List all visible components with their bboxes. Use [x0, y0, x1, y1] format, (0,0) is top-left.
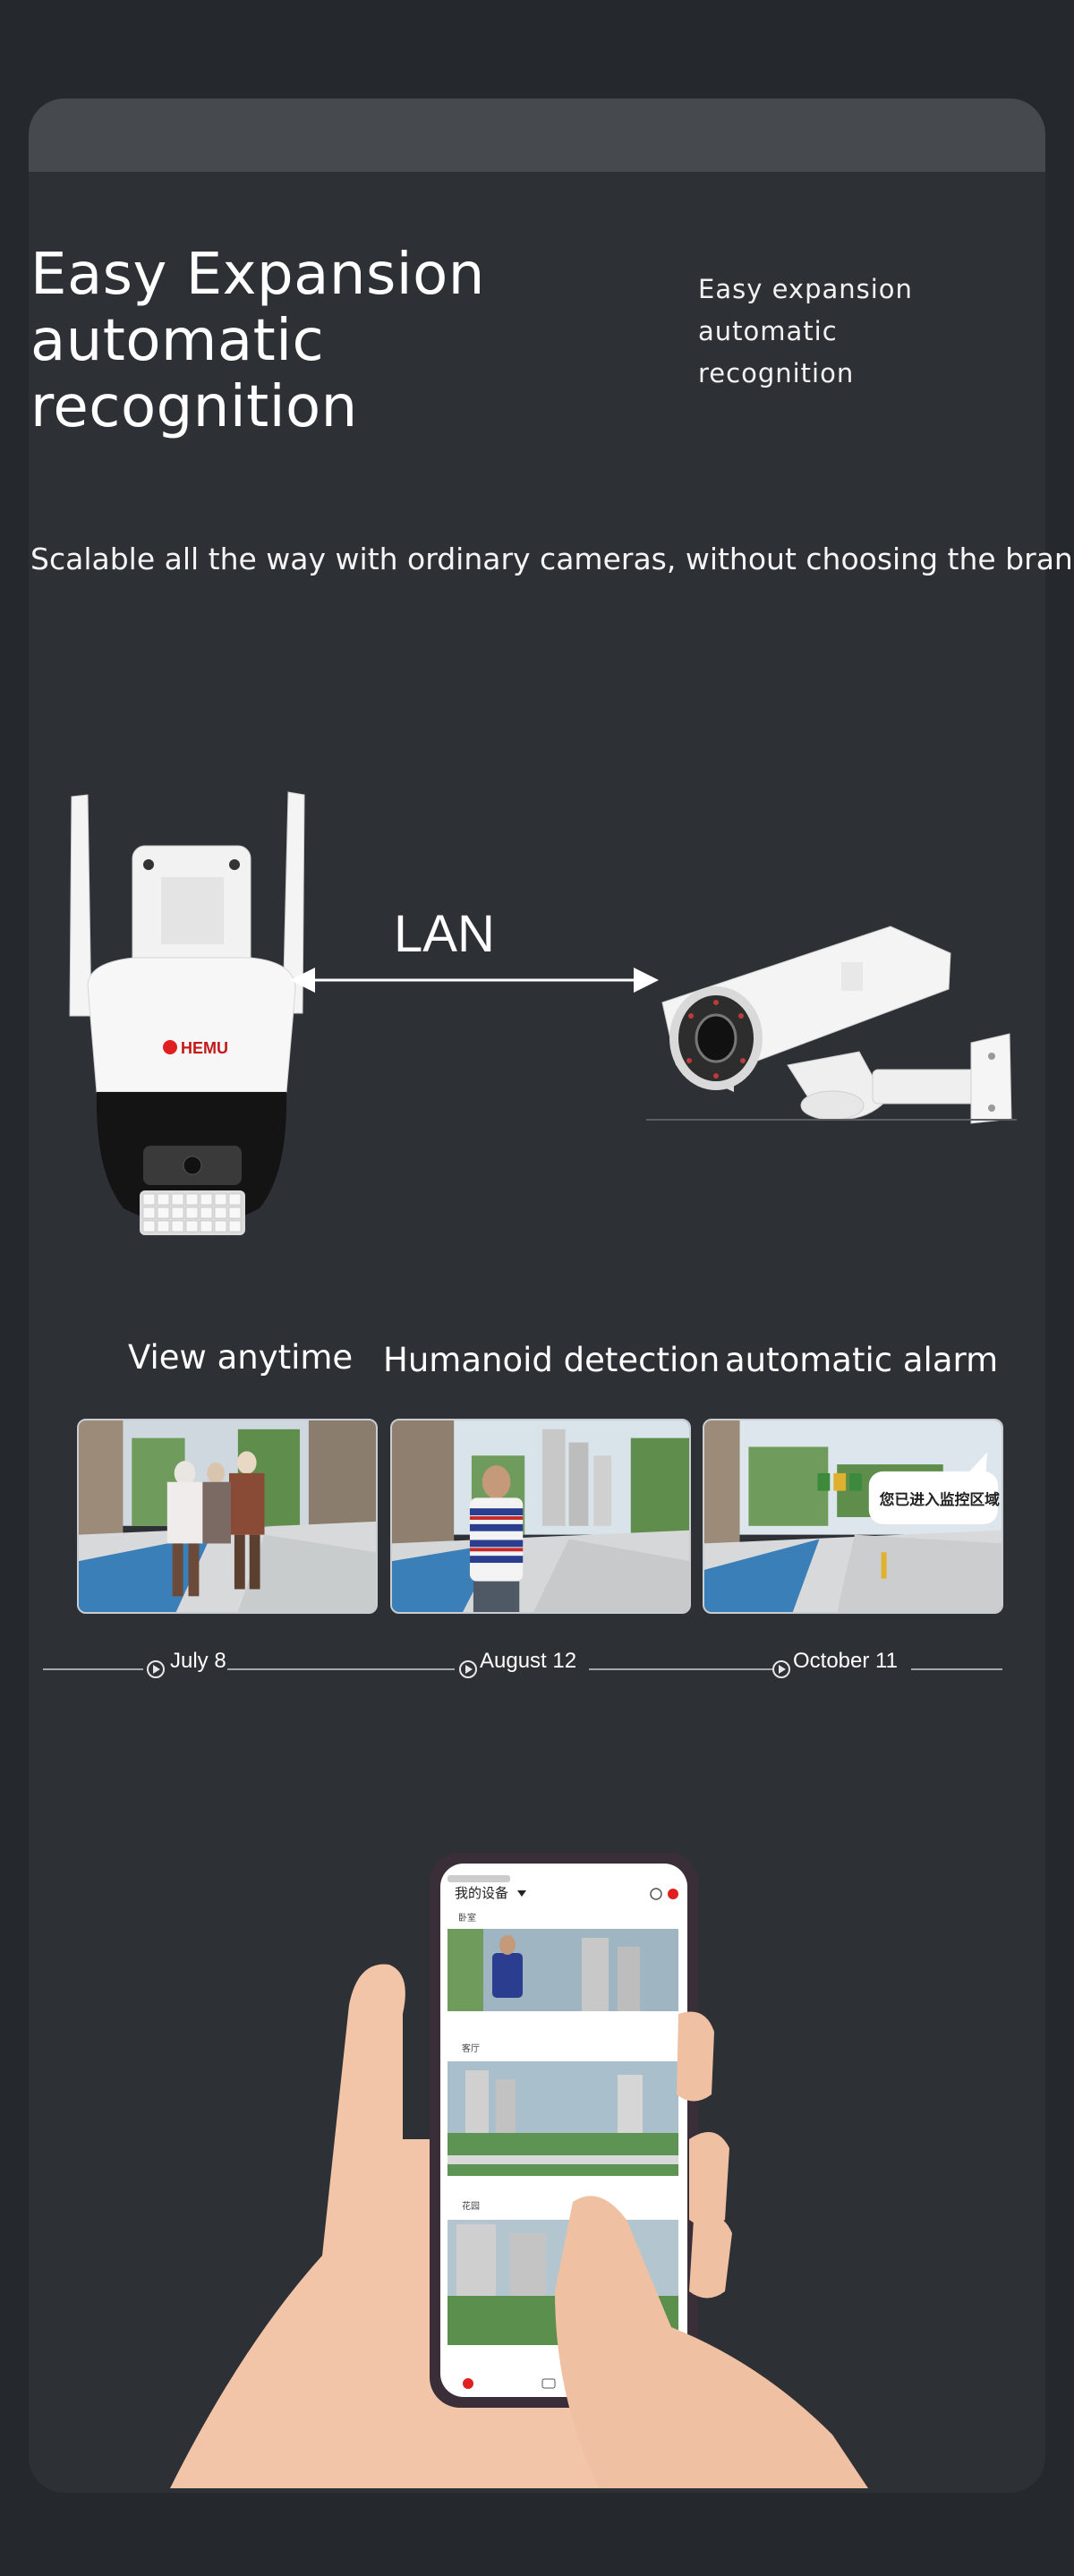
card-top-band	[29, 98, 1045, 172]
headline: Easy Expansion automatic recognition	[30, 242, 639, 440]
thumbnail-humanoid-detection	[390, 1419, 691, 1614]
alarm-bubble-text: 您已进入监控区域	[880, 1490, 1001, 1508]
timeline-date-2: August 12	[480, 1649, 577, 1673]
timeline	[43, 1660, 1002, 1678]
feature-label-humanoid: Humanoid detection	[383, 1341, 720, 1379]
phone-app-title: 我的设备	[455, 1885, 508, 1901]
divider-line	[646, 1119, 1017, 1121]
play-icon	[772, 1660, 790, 1678]
phone-section-3: 花园	[462, 2200, 480, 2212]
play-icon	[147, 1660, 165, 1678]
headline-line-1: Easy Expansion	[30, 242, 485, 308]
bullet-camera-image	[661, 925, 1012, 1124]
subheadline: Easy expansion automatic recognition	[698, 269, 1002, 395]
timeline-date-3: October 11	[793, 1649, 898, 1673]
feature-label-view: View anytime	[128, 1338, 354, 1377]
play-icon	[459, 1660, 477, 1678]
lan-label: LAN	[394, 905, 495, 963]
phone-section-2: 客厅	[462, 2043, 480, 2054]
thumbnail-view-anytime	[77, 1419, 378, 1614]
headline-line-2: automatic recognition	[30, 308, 358, 440]
double-arrow-icon	[290, 968, 659, 993]
tagline: Scalable all the way with ordinary camer…	[30, 542, 1074, 576]
smartphone-app-image: 我的设备 卧室 客厅 花园	[170, 1853, 868, 2488]
phone-section-1: 卧室	[458, 1912, 476, 1923]
thumbnail-automatic-alarm: 您已进入监控区域	[703, 1419, 1003, 1614]
camera-brand-logo: HEMU	[181, 1039, 228, 1057]
subheadline-line-2: automatic recognition	[698, 316, 855, 388]
subheadline-line-1: Easy expansion	[698, 274, 913, 304]
ptz-camera-image: HEMU	[69, 791, 305, 1235]
timeline-date-1: July 8	[170, 1649, 226, 1673]
feature-label-alarm: automatic alarm	[725, 1341, 999, 1379]
